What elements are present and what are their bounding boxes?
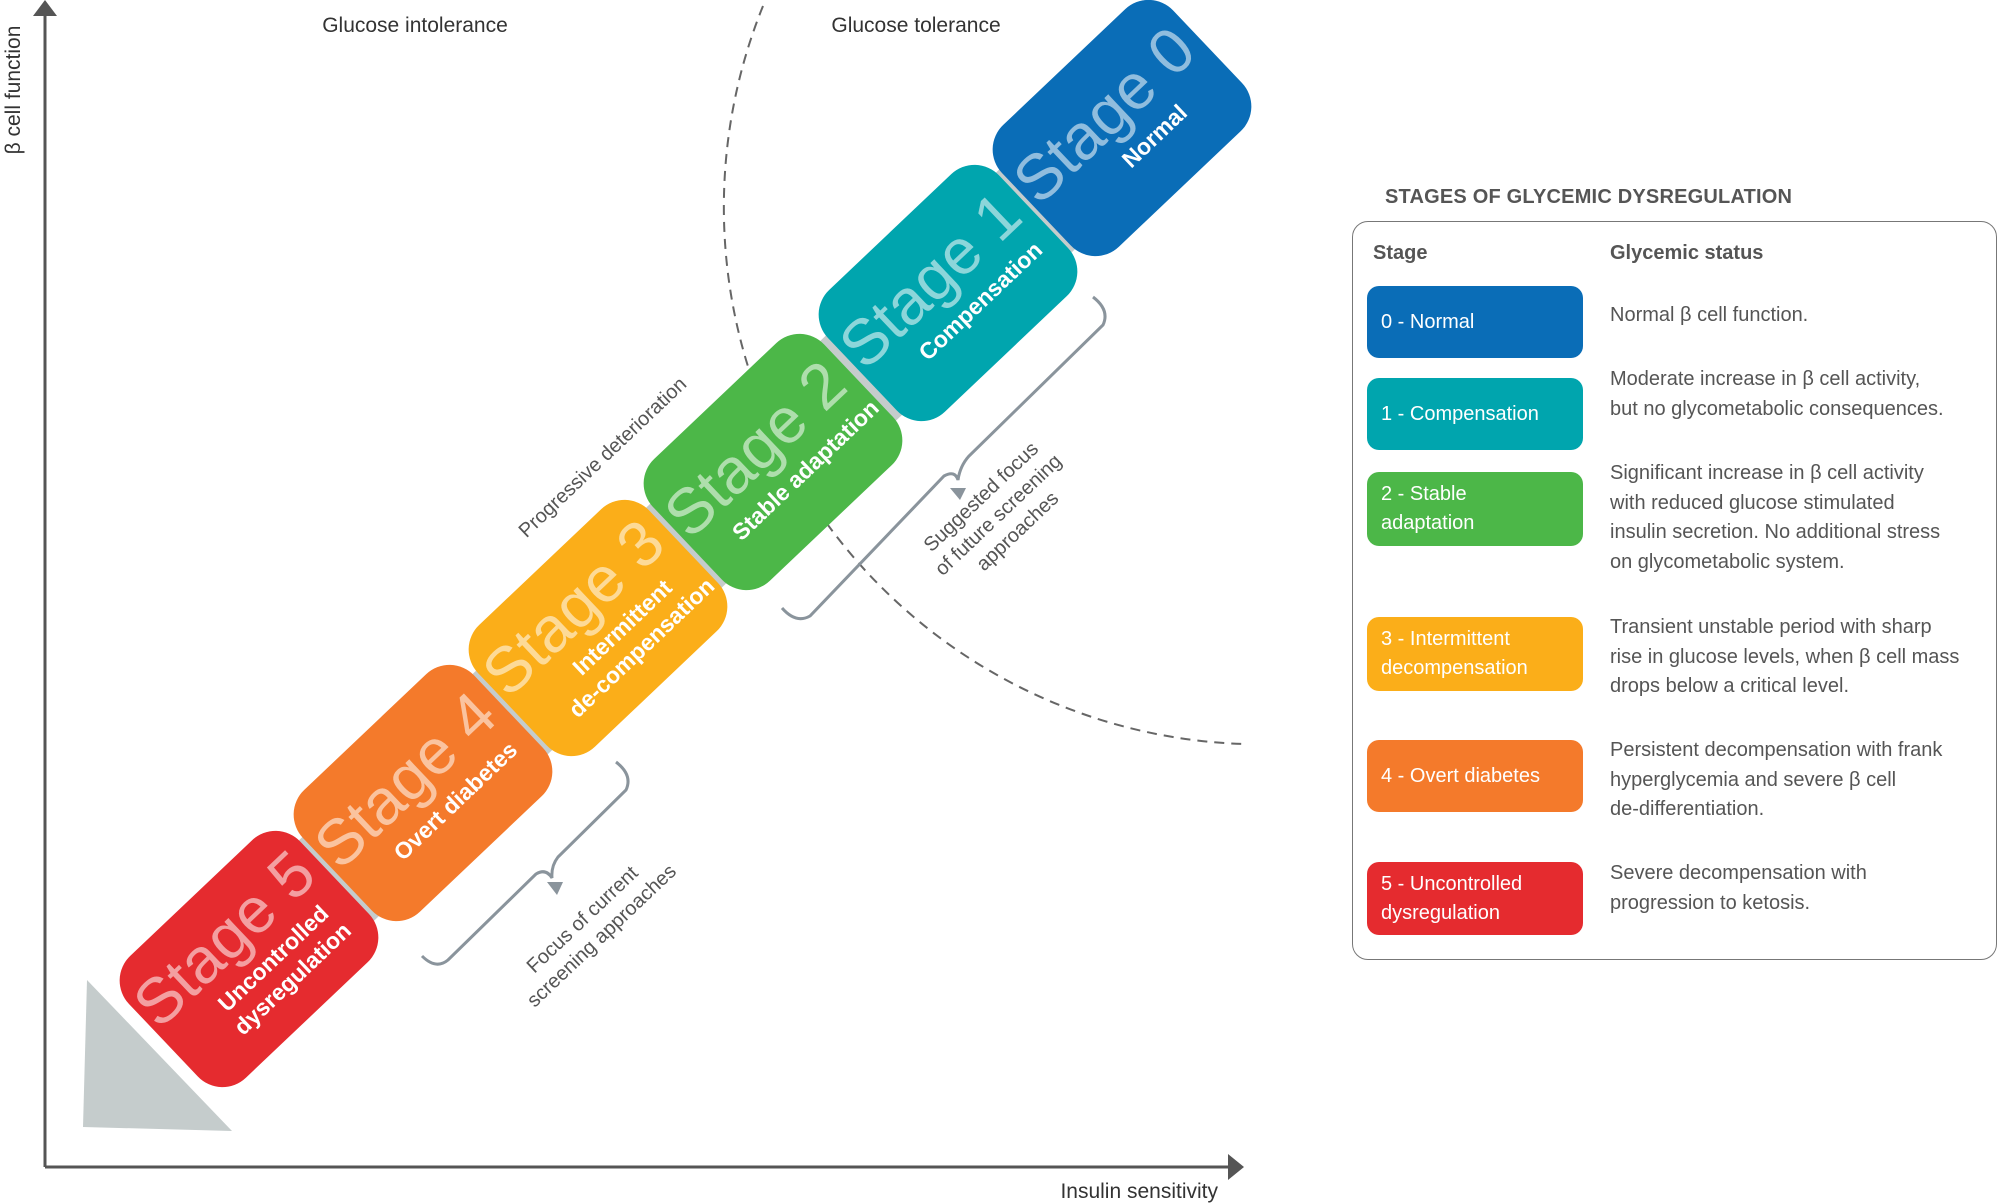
- legend-status-line: on glycometabolic system.: [1610, 550, 1845, 573]
- legend-stage-label: dysregulation: [1381, 901, 1500, 924]
- legend-status-line: insulin secretion. No additional stress: [1610, 521, 1941, 543]
- stage-box-bg: [992, 0, 1252, 257]
- legend-stage-pill-4: 4 - Overt diabetes: [1367, 740, 1583, 812]
- current-focus-bracket: [420, 760, 630, 966]
- legend-stage-pill-3: 3 - Intermittent decompensation: [1367, 617, 1583, 691]
- current-focus-line: screening approaches: [523, 860, 681, 1011]
- future-focus-bracket: [780, 295, 1107, 621]
- legend-col-status: Glycemic status: [1610, 242, 1764, 264]
- legend-stage-pill-5: 5 - Uncontrolled dysregulation: [1367, 862, 1583, 935]
- legend-stage-label: adaptation: [1381, 512, 1475, 534]
- legend-stage-pill-0: 0 - Normal: [1367, 286, 1583, 358]
- legend-status-desc-1: Moderate increase in β cell activity, but…: [1610, 365, 1944, 424]
- future-focus-arrow-icon: [950, 488, 966, 500]
- legend-status-desc-2: Significant increase in β cell activity w…: [1610, 459, 1940, 577]
- legend-status-line: progression to ketosis.: [1610, 891, 1811, 914]
- legend-stage-pill-1: 1 - Compensation: [1367, 378, 1583, 450]
- legend-status-line: rise in glucose levels, when β cell mass: [1610, 645, 1960, 668]
- legend-stage-label: 3 - Intermittent: [1381, 628, 1510, 650]
- current-focus-arrow-icon: [547, 882, 563, 895]
- legend-status-line: Significant increase in β cell activity: [1610, 462, 1924, 484]
- legend-status-line: Persistent decompensation with frank: [1610, 739, 1943, 761]
- current-focus-label: Focus of current screening approaches: [506, 842, 681, 1012]
- stage-box-bg: [293, 664, 553, 922]
- legend-stage-label: 1 - Compensation: [1381, 402, 1539, 425]
- legend-stage-label: 2 - Stable: [1381, 483, 1467, 505]
- legend-status-desc-4: Persistent decompensation with frank hype…: [1610, 736, 1942, 825]
- legend-stage-pill-2: 2 - Stable adaptation: [1367, 472, 1583, 546]
- staging-diagram: β cell function Insulin sensitivity Gluc…: [2, 0, 1252, 1203]
- legend-status-line: drops below a critical level.: [1610, 675, 1849, 697]
- region-label-intolerance: Glucose intolerance: [322, 14, 508, 37]
- legend-status-desc-3: Transient unstable period with sharp rise…: [1610, 613, 1959, 702]
- legend-stage-label: decompensation: [1381, 657, 1528, 679]
- legend-status-desc-5: Severe decompensation with progression to…: [1610, 859, 1867, 918]
- legend-status-line: with reduced glucose stimulated: [1610, 491, 1895, 514]
- stage-box-bg: [119, 830, 379, 1088]
- legend-status-line: hyperglycemia and severe β cell: [1610, 768, 1897, 791]
- stage-box-bg: [818, 164, 1078, 422]
- stage-box-bg: [468, 499, 728, 757]
- x-axis-arrow-icon: [1228, 1154, 1244, 1180]
- legend-status-line: Transient unstable period with sharp: [1610, 616, 1932, 638]
- progression-arrow-head-icon: [83, 980, 232, 1131]
- legend-status-line: Severe decompensation with: [1610, 862, 1867, 884]
- region-label-tolerance: Glucose tolerance: [831, 14, 1000, 37]
- legend-col-stage: Stage: [1373, 242, 1428, 264]
- stage-box-bg: [643, 333, 903, 591]
- legend-stage-label: 5 - Uncontrolled: [1381, 872, 1523, 895]
- legend-title: STAGES OF GLYCEMIC DYSREGULATION: [1385, 186, 1793, 208]
- legend-status-line: Normal β cell function.: [1610, 304, 1809, 326]
- legend-status-line: Moderate increase in β cell activity,: [1610, 368, 1921, 390]
- future-focus-label: Suggested focus of future screening appr…: [914, 428, 1088, 598]
- y-axis-arrow-icon: [33, 0, 57, 16]
- x-axis-label: Insulin sensitivity: [1060, 1180, 1218, 1203]
- legend-stage-label: 4 - Overt diabetes: [1381, 764, 1540, 787]
- y-axis-label: β cell function: [2, 26, 25, 155]
- legend-status-line: but no glycometabolic consequences.: [1610, 397, 1944, 420]
- legend-panel: [1352, 221, 1997, 960]
- legend-status-desc-0: Normal β cell function.: [1610, 301, 1808, 331]
- legend-status-line: de-differentiation.: [1610, 798, 1765, 820]
- legend-stage-label: 0 - Normal: [1381, 310, 1475, 333]
